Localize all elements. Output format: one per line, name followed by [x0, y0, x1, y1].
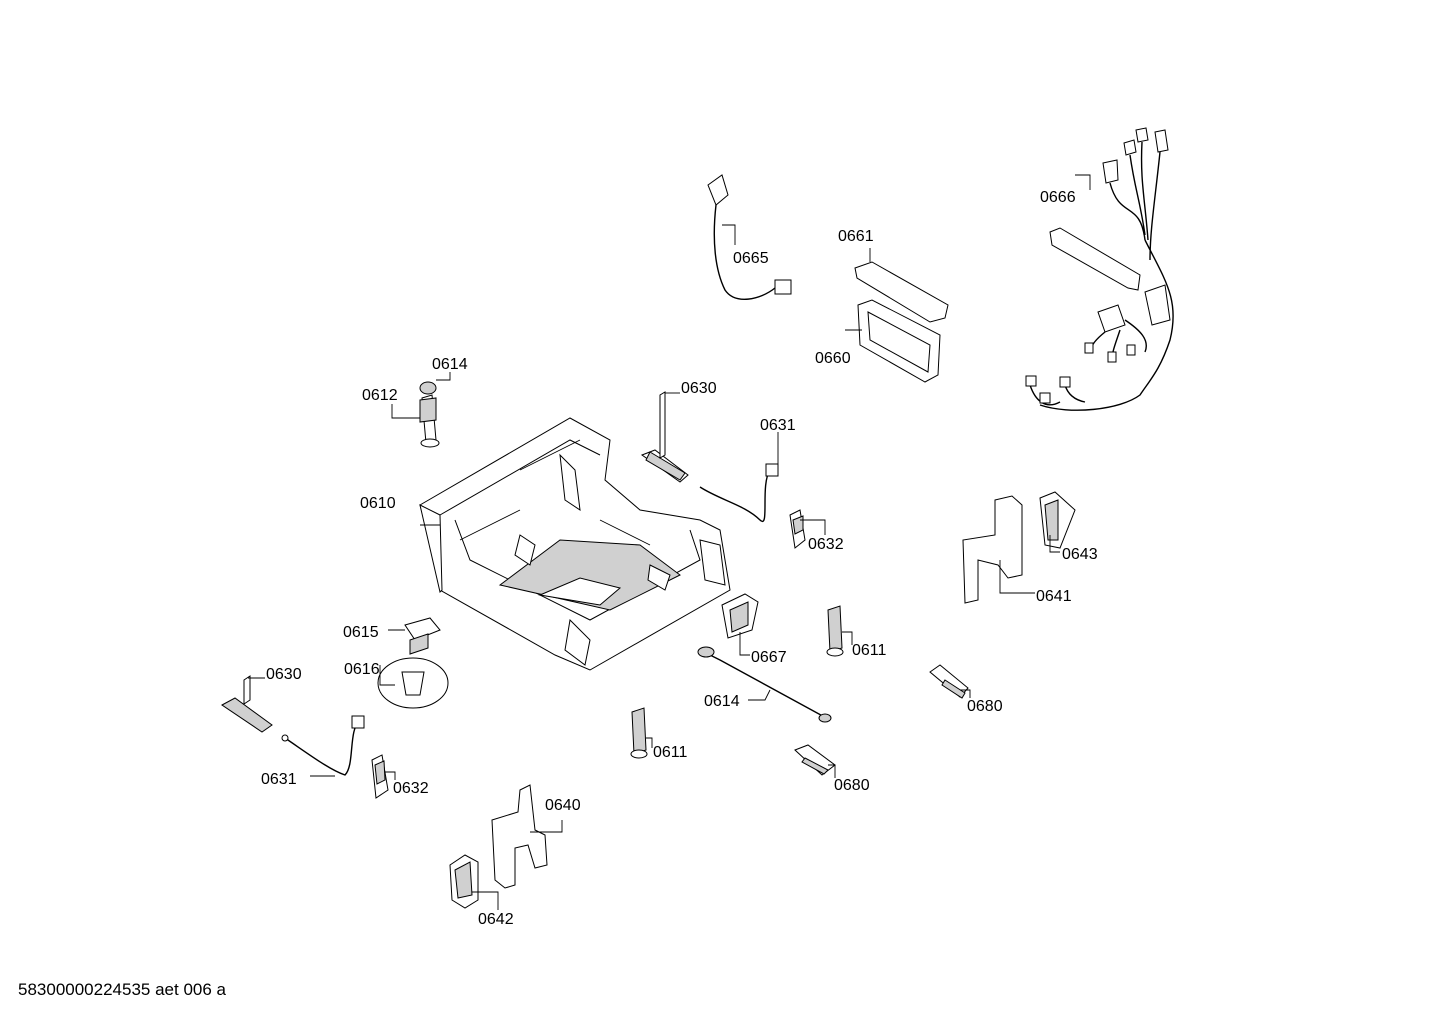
- spring-0630-bottom[interactable]: [221, 675, 273, 733]
- label-0615: 0615: [343, 624, 379, 641]
- document-id-footer: 58300000224535 aet 006 a: [18, 980, 226, 999]
- connector-0667[interactable]: [721, 593, 759, 656]
- bracket-0632-top[interactable]: [789, 509, 826, 549]
- label-0614-bottom: 0614: [704, 693, 740, 710]
- bracket-0643[interactable]: [1039, 491, 1076, 553]
- label-0631-top: 0631: [760, 417, 796, 434]
- spring-0630-top[interactable]: [640, 391, 689, 483]
- label-0666: 0666: [1040, 189, 1076, 206]
- foot-screw-0612[interactable]: [391, 394, 440, 448]
- base-tub-0610[interactable]: [419, 417, 731, 671]
- clip-0680-bottom[interactable]: [794, 744, 836, 778]
- cover-0661[interactable]: [854, 248, 949, 323]
- bracket-0640[interactable]: [491, 784, 563, 889]
- foot-0611-bottom[interactable]: [630, 707, 653, 759]
- label-0680-right: 0680: [967, 698, 1003, 715]
- foot-0611-right[interactable]: [826, 605, 853, 657]
- clip-0680-right[interactable]: [929, 664, 971, 699]
- label-0612: 0612: [362, 387, 398, 404]
- label-0632-bottom: 0632: [393, 780, 429, 797]
- wiring-harness-0666[interactable]: [1025, 127, 1174, 411]
- bracket-0641[interactable]: [962, 495, 1035, 604]
- label-0610: 0610: [360, 495, 396, 512]
- power-cable-0665[interactable]: [707, 174, 792, 300]
- label-0643: 0643: [1062, 546, 1098, 563]
- bracket-0642[interactable]: [449, 854, 499, 910]
- label-0616: 0616: [344, 661, 380, 678]
- label-0680-bottom: 0680: [834, 777, 870, 794]
- label-0630-top: 0630: [681, 380, 717, 397]
- label-0640: 0640: [545, 797, 581, 814]
- label-0660: 0660: [815, 350, 851, 367]
- label-0611-right: 0611: [852, 642, 887, 659]
- label-0631-bottom: 0631: [261, 771, 297, 788]
- label-0632-top: 0632: [808, 536, 844, 553]
- foot-cap-0614[interactable]: [419, 372, 451, 395]
- label-0611-bottom: 0611: [653, 744, 688, 761]
- label-0614-top: 0614: [432, 356, 468, 373]
- label-0665: 0665: [733, 250, 769, 267]
- rod-0614-bottom[interactable]: [697, 646, 832, 723]
- cable-0631-bottom[interactable]: [281, 715, 365, 777]
- housing-0660[interactable]: [845, 299, 941, 383]
- label-0667: 0667: [751, 649, 787, 666]
- label-0642: 0642: [478, 911, 514, 928]
- bracket-0632-bottom[interactable]: [371, 754, 396, 799]
- label-0641: 0641: [1036, 588, 1072, 605]
- label-0630-bottom: 0630: [266, 666, 302, 683]
- sensor-0615[interactable]: [388, 617, 441, 655]
- disc-0616[interactable]: [377, 657, 449, 709]
- label-0661: 0661: [838, 228, 874, 245]
- cable-0631-top[interactable]: [699, 432, 779, 523]
